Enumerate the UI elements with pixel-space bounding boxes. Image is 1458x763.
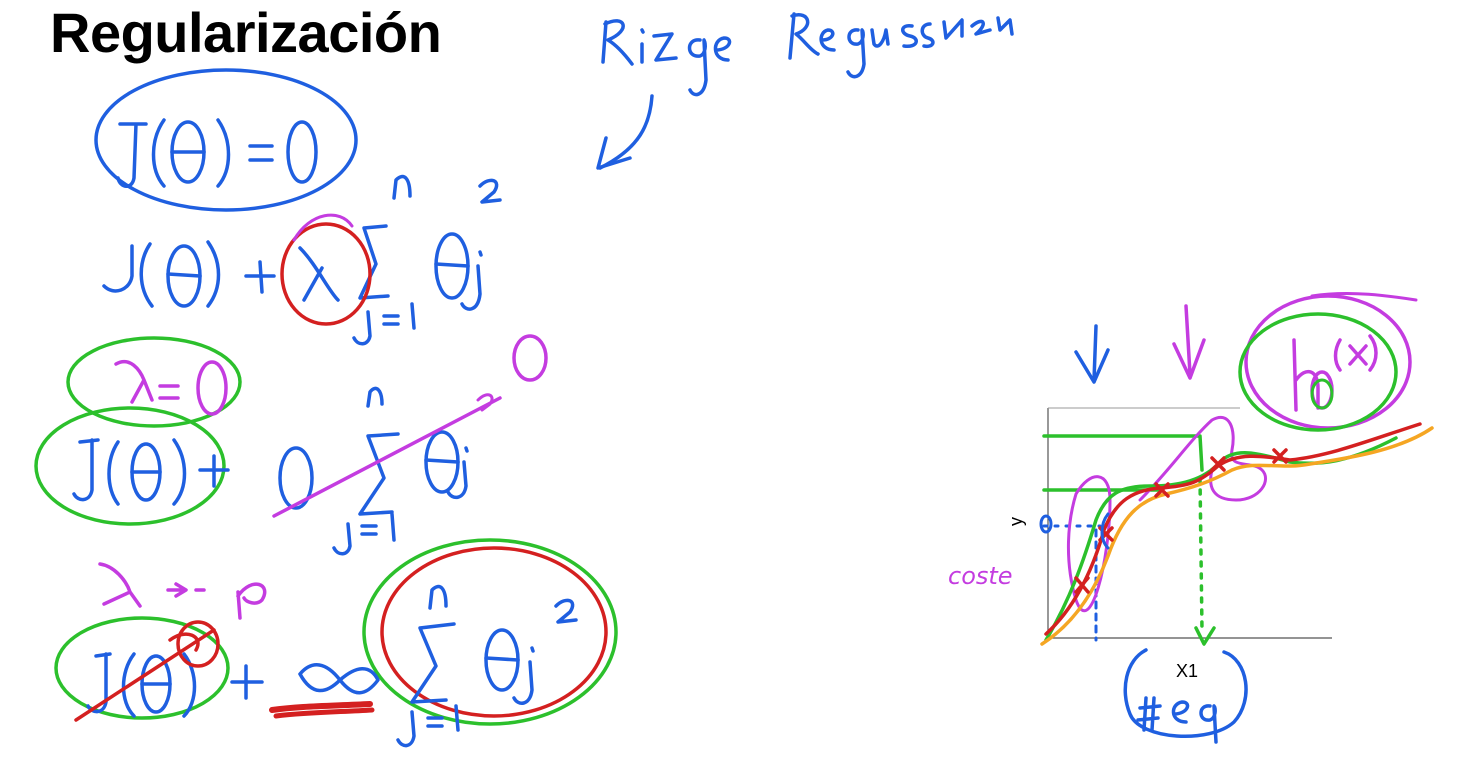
formula-ridge-penalty: [102, 174, 502, 346]
coste-label: coste: [948, 562, 1013, 590]
y-axis-label: y: [1006, 517, 1026, 526]
curve-plot: X1 y: [948, 291, 1434, 744]
lambda-highlight-stroke: [292, 213, 354, 242]
down-arrow-right-icon: [1172, 304, 1206, 380]
hypothesis-circle: [1238, 291, 1418, 432]
formula-cost-zero: [94, 68, 358, 212]
lambda-highlight: [280, 222, 372, 326]
ridge-regression-note: [601, 12, 1014, 97]
slide-title: Regularización: [50, 1, 442, 64]
ridge-arrow: [596, 94, 654, 170]
curve-orange: [1040, 426, 1434, 646]
formula-lambda-infinity-result: [54, 538, 618, 748]
formula-lambda-infinity: [98, 562, 267, 620]
neq-circle: [1123, 648, 1248, 744]
x-axis-label: X1: [1176, 661, 1198, 681]
formula-lambda-zero: [66, 336, 242, 428]
data-point-markers: [1074, 448, 1288, 594]
formula-lambda-zero-result: [34, 386, 502, 556]
zero-note: [512, 334, 548, 382]
down-arrow-left-icon: [1074, 324, 1110, 384]
curve-red: [1044, 422, 1422, 636]
